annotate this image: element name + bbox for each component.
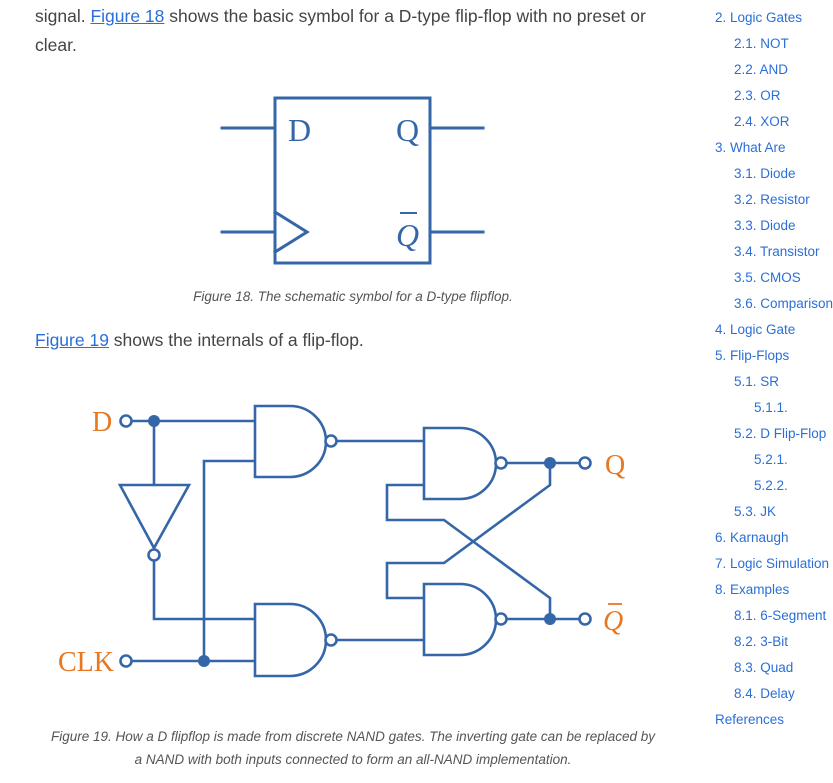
nand-gate-3 <box>422 426 498 501</box>
toc-item[interactable]: 2.1. NOT <box>734 36 789 51</box>
input-clk-label: CLK <box>58 647 114 678</box>
nand1-bubble <box>324 434 338 448</box>
toc-item[interactable]: 5.3. JK <box>734 504 777 519</box>
toc-item[interactable]: 2. Logic Gates <box>715 10 803 25</box>
toc-item[interactable]: 5.2. D Flip-Flop <box>734 426 827 441</box>
toc-item[interactable]: 8.2. 3-Bit <box>734 634 789 649</box>
nand-gate-1 <box>253 404 328 479</box>
q-terminal <box>578 456 592 470</box>
toc-item[interactable]: 3.3. Diode <box>734 218 796 233</box>
qbar-junction-dot <box>544 613 556 625</box>
clock-triangle-icon <box>272 209 310 255</box>
nand-gate-4 <box>422 582 498 657</box>
paragraph-figure18-intro: signal. Figure 18 shows the basic symbol… <box>35 2 675 60</box>
toc-item[interactable]: 3. What Are <box>715 140 786 155</box>
toc-item[interactable]: 2.4. XOR <box>734 114 790 129</box>
dff-d-label: D <box>288 112 311 148</box>
toc-item[interactable]: 3.1. Diode <box>734 166 796 181</box>
clk-junction-dot <box>198 655 210 667</box>
toc-item[interactable]: 5.1. SR <box>734 374 780 389</box>
toc-item[interactable]: 3.6. Comparison <box>734 296 833 311</box>
figure19-nand-dff-schematic: D CLK Q Q <box>58 404 625 678</box>
toc-item[interactable]: 3.5. CMOS <box>734 270 801 285</box>
output-q-label: Q <box>605 450 625 481</box>
qbar-terminal <box>578 612 592 626</box>
figure19-link[interactable]: Figure 19 <box>35 330 109 350</box>
toc-item[interactable]: 3.4. Transistor <box>734 244 820 259</box>
toc-item[interactable]: 5.1.1. <box>754 400 788 415</box>
toc-item[interactable]: 5.2.2. <box>754 478 788 493</box>
toc-item[interactable]: 5. Flip-Flops <box>715 348 790 363</box>
toc-item[interactable]: 8.4. Delay <box>734 686 795 701</box>
paragraph-text: shows the basic symbol for a D-type flip… <box>35 6 646 55</box>
toc-item[interactable]: 4. Logic Gate <box>715 322 796 337</box>
figure19-caption-line1: Figure 19. How a D flipflop is made from… <box>50 729 656 744</box>
q-junction-dot <box>544 457 556 469</box>
nand3-bubble <box>494 456 508 470</box>
toc-item[interactable]: 2.3. OR <box>734 88 781 103</box>
qbar-feedback-wire <box>385 483 552 619</box>
input-d-label: D <box>92 407 112 438</box>
figure18-caption: Figure 18. The schematic symbol for a D-… <box>193 289 513 304</box>
toc-item[interactable]: 8. Examples <box>715 582 790 597</box>
toc-item[interactable]: References <box>715 712 785 727</box>
toc-item[interactable]: 5.2.1. <box>754 452 788 467</box>
dff-qbar-label: Q <box>396 217 419 253</box>
toc-item[interactable]: 8.3. Quad <box>734 660 794 675</box>
q-feedback-wire <box>385 463 552 600</box>
inverter-gate <box>117 483 192 551</box>
article-content: signal. Figure 18 shows the basic symbol… <box>35 2 675 767</box>
paragraph-text: signal. <box>35 6 91 26</box>
output-qbar-label: Q <box>603 606 623 637</box>
d-terminal <box>119 414 133 428</box>
d-junction-dot <box>148 415 160 427</box>
paragraph-figure19-intro: Figure 19 shows the internals of a flip-… <box>35 326 675 355</box>
nand4-bubble <box>494 612 508 626</box>
toc-item[interactable]: 2.2. AND <box>734 62 789 77</box>
figure19-caption: Figure 19. How a D flipflop is made from… <box>0 725 706 771</box>
dff-box <box>273 96 432 265</box>
figure18-link[interactable]: Figure 18 <box>90 6 165 26</box>
toc-item[interactable]: 6. Karnaugh <box>715 530 789 545</box>
table-of-contents: 2. Logic Gates 2.1. NOT 2.2. AND 2.3. OR 2.4… <box>700 0 833 783</box>
figure18-dff-symbol: D Q Q <box>220 96 485 265</box>
nand2-bubble <box>324 633 338 647</box>
figure19-caption-line2: a NAND with both inputs connected to for… <box>134 752 572 767</box>
paragraph-text: shows the internals of a flip-flop. <box>108 330 364 350</box>
clk-terminal <box>119 654 133 668</box>
nand-gate-2 <box>253 602 328 678</box>
toc-item[interactable]: 3.2. Resistor <box>734 192 810 207</box>
clk-to-nand1-wire <box>202 459 255 661</box>
toc-item[interactable]: 8.1. 6-Segment <box>734 608 827 623</box>
dff-q-label: Q <box>396 112 419 148</box>
dbar-wire <box>152 561 255 621</box>
toc-item[interactable]: 7. Logic Simulation <box>715 556 830 571</box>
inverter-bubble <box>147 548 161 562</box>
